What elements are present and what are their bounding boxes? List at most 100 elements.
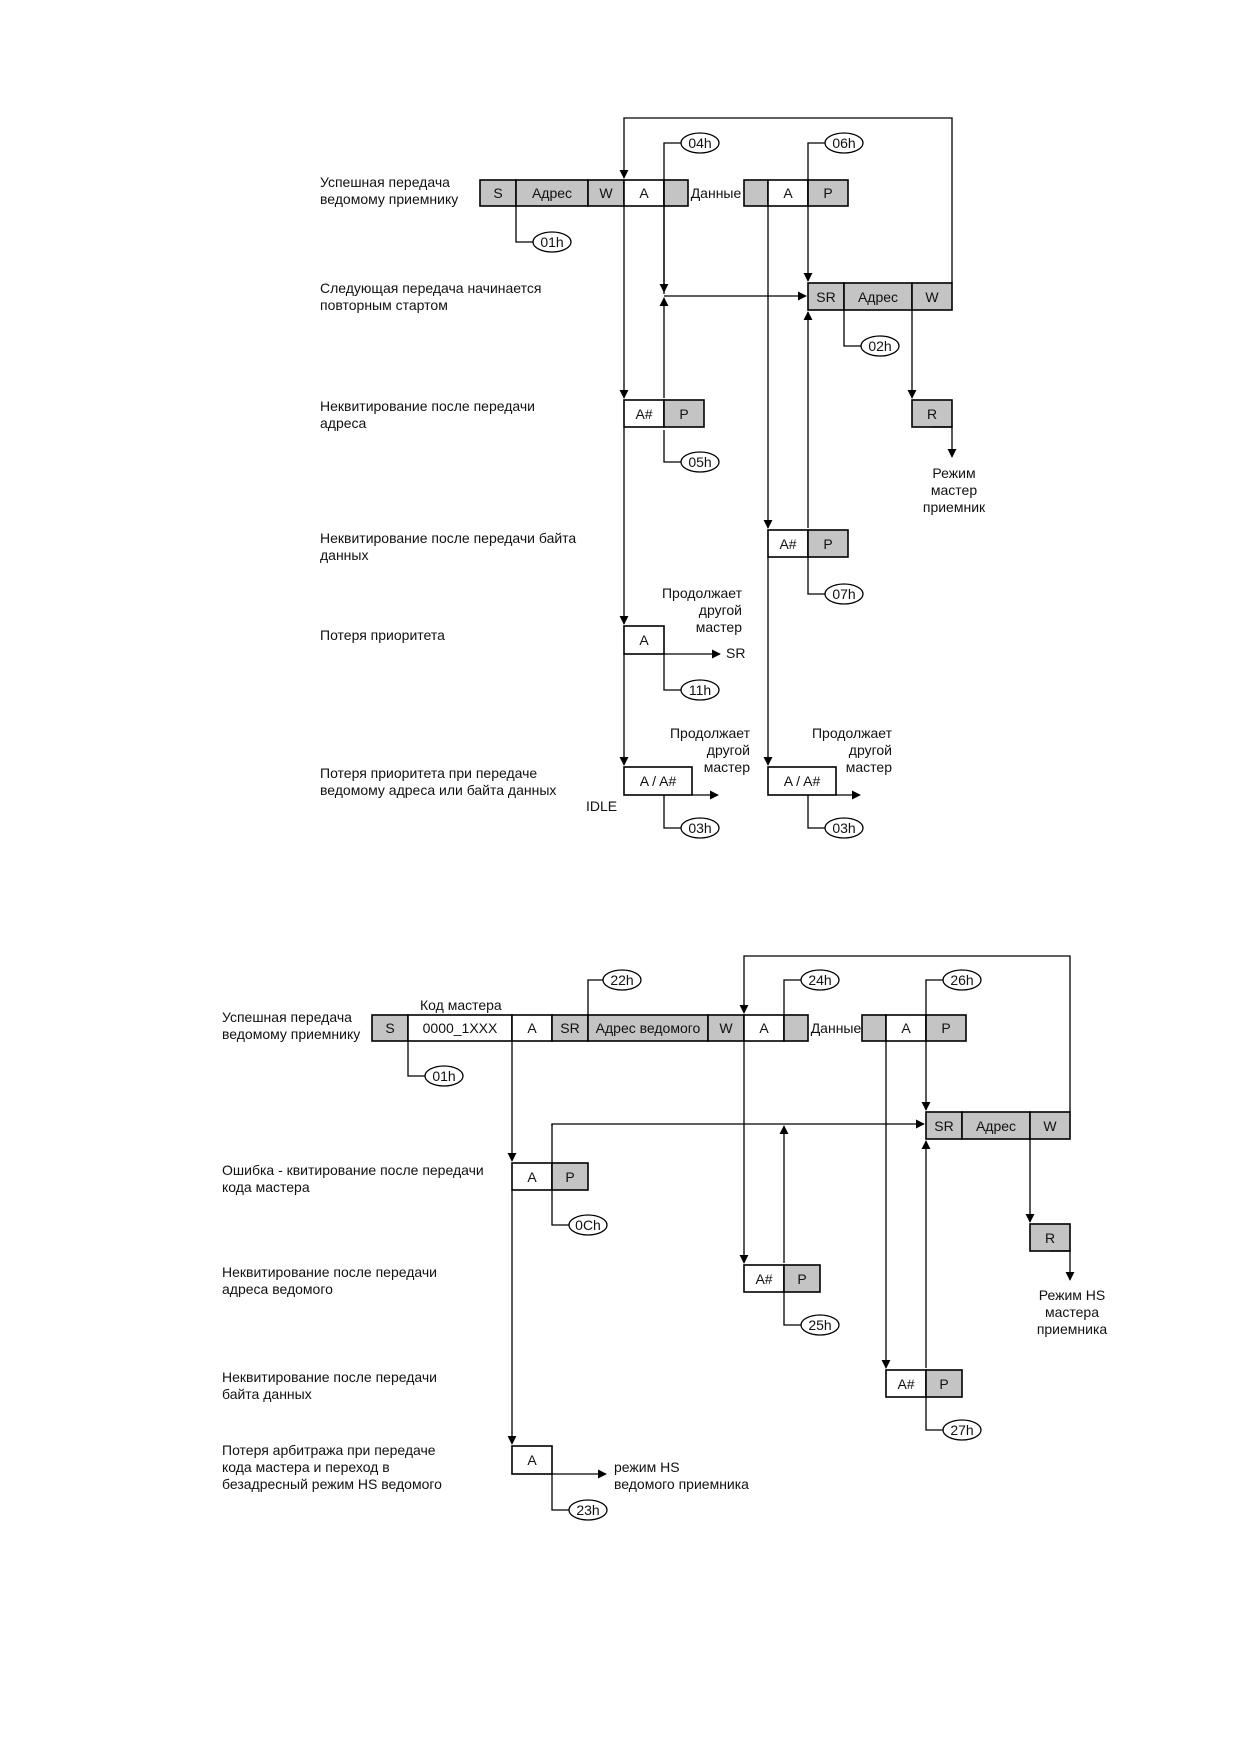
svg-text:Адрес: Адрес	[532, 185, 572, 201]
svg-text:24h: 24h	[808, 972, 831, 988]
svg-text:A#: A#	[635, 406, 652, 422]
svg-text:Адрес: Адрес	[976, 1118, 1016, 1134]
cell-address	[515, 179, 589, 207]
arrow-line	[551, 1119, 925, 1129]
status-code-24h: 24h	[800, 969, 840, 991]
svg-text:0000_1XXX: 0000_1XXX	[423, 1020, 498, 1036]
svg-text:SR: SR	[934, 1118, 953, 1134]
frame-repeated-start: SR Адрес W	[925, 1111, 1071, 1140]
svg-text:01h: 01h	[540, 234, 563, 250]
frame-repeated-start: SR Адрес W	[807, 282, 953, 311]
status-code-02h: 02h	[860, 335, 900, 357]
status-code-0ch: 0Ch	[568, 1214, 608, 1236]
svg-text:P: P	[939, 1376, 948, 1392]
code-connector	[843, 310, 862, 347]
svg-text:A: A	[759, 1020, 769, 1036]
svg-text:26h: 26h	[950, 972, 973, 988]
code-connector	[587, 979, 606, 1015]
code-connector	[783, 1292, 804, 1326]
svg-text:Адрес ведомого: Адрес ведомого	[596, 1020, 701, 1036]
svg-text:P: P	[565, 1169, 574, 1185]
svg-text:A: A	[527, 1452, 537, 1468]
note-sr: SR	[726, 645, 745, 661]
data-label: Данные	[691, 185, 742, 201]
svg-text:S: S	[493, 185, 502, 201]
code-connector	[515, 206, 534, 243]
svg-text:03h: 03h	[832, 820, 855, 836]
svg-text:01h: 01h	[432, 1068, 455, 1084]
svg-text:P: P	[797, 1271, 806, 1287]
svg-text:04h: 04h	[688, 135, 711, 151]
status-code-23h: 23h	[568, 1499, 608, 1521]
status-code-03h: 03h	[824, 817, 864, 839]
code-connector	[551, 1474, 570, 1511]
note-master-code: Код мастера	[420, 997, 502, 1013]
svg-text:07h: 07h	[832, 586, 855, 602]
arrow-line	[1050, 1250, 1075, 1281]
cell-ack	[511, 1445, 553, 1475]
cell-stop	[807, 179, 849, 207]
feedback-arrow	[619, 117, 953, 283]
status-code-27h: 27h	[942, 1419, 982, 1441]
code-connector	[551, 1190, 570, 1226]
cell-data-end	[743, 179, 769, 207]
svg-text:P: P	[679, 406, 688, 422]
svg-text:27h: 27h	[950, 1422, 973, 1438]
status-code-05h: 05h	[680, 451, 720, 473]
frame-nack-data: A# P	[767, 529, 849, 558]
svg-text:SR: SR	[816, 289, 835, 305]
svg-text:R: R	[927, 406, 937, 422]
cell-ack-or-nack	[623, 766, 693, 796]
code-connector	[803, 142, 828, 282]
svg-text:A#: A#	[755, 1271, 772, 1287]
svg-text:W: W	[719, 1020, 733, 1036]
svg-text:Адрес: Адрес	[858, 289, 898, 305]
status-code-01h: 01h	[532, 231, 572, 253]
code-connector	[663, 142, 684, 294]
svg-text:25h: 25h	[808, 1317, 831, 1333]
code-connector	[925, 1397, 946, 1431]
status-code-03h: 03h	[680, 817, 720, 839]
code-connector	[663, 654, 684, 691]
frame-error-ack: A P	[511, 1162, 589, 1191]
svg-text:A / A#: A / A#	[640, 773, 677, 789]
svg-text:SR: SR	[560, 1020, 579, 1036]
note-idle: IDLE	[586, 798, 617, 814]
cell-ack	[767, 179, 809, 207]
status-code-06h: 06h	[824, 132, 864, 154]
code-connector	[783, 979, 804, 1015]
status-code-04h: 04h	[680, 132, 720, 154]
arrow-line	[932, 426, 957, 458]
svg-text:P: P	[823, 185, 832, 201]
status-code-22h: 22h	[602, 969, 642, 991]
cell-read	[911, 399, 953, 428]
svg-text:A: A	[527, 1169, 537, 1185]
svg-text:11h: 11h	[689, 682, 711, 698]
frame-row-1: S 0000_1XXX A SR Адрес ведомого W A Данн…	[371, 1014, 967, 1042]
code-connector	[807, 557, 828, 595]
svg-text:0Ch: 0Ch	[575, 1217, 601, 1233]
svg-text:A: A	[639, 632, 649, 648]
svg-text:A: A	[527, 1020, 537, 1036]
svg-text:A / A#: A / A#	[784, 773, 821, 789]
status-code-11h: 11h	[680, 679, 720, 701]
svg-text:P: P	[941, 1020, 950, 1036]
svg-text:P: P	[823, 536, 832, 552]
svg-text:A: A	[783, 185, 793, 201]
code-connector	[663, 430, 684, 463]
cell-write	[587, 179, 625, 207]
cell-start	[479, 179, 517, 207]
